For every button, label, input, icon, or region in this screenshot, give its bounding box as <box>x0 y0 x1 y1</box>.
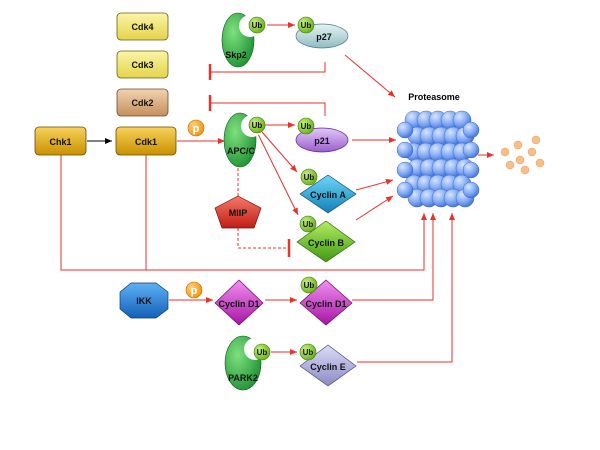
proteasome-subunit <box>462 141 480 159</box>
peptide-fragment <box>513 140 523 150</box>
ub-tag-cyclin-e: Ub <box>299 343 317 361</box>
cdk1-label: Cdk1 <box>135 137 157 147</box>
cdk4-node: Cdk4 <box>116 12 169 41</box>
cdk3-node: Cdk3 <box>116 50 169 79</box>
ub-label-cyclin-a: Ub <box>304 173 315 182</box>
park2-label: PARK2 <box>228 373 258 383</box>
proteasome-subunit <box>462 121 480 139</box>
arrow-cyclin-d1-proteasome <box>352 213 436 301</box>
proteasome-subunit <box>396 121 414 139</box>
peptide-fragment <box>515 155 525 165</box>
miip-dash-down <box>237 228 288 249</box>
peptide-fragment <box>520 165 530 175</box>
cyclin-b-node: Cyclin B <box>296 220 356 263</box>
arrow-apc-cyclin-a <box>261 131 298 173</box>
cyclin-d1-ub-node: Cyclin D1 <box>299 279 353 326</box>
ub-tag-park2: Ub <box>253 343 271 361</box>
inhibit-p27-cdk <box>210 62 326 73</box>
phospho-tag-2: p <box>185 281 203 299</box>
peptide-fragment <box>500 147 510 157</box>
proteasome-label: Proteasome <box>408 92 460 102</box>
peptide-fragment <box>531 135 541 145</box>
cdk4-label: Cdk4 <box>131 22 153 32</box>
chk1-label: Chk1 <box>49 137 71 147</box>
cdk2-label: Cdk2 <box>131 98 153 108</box>
proteasome-subunit <box>396 181 414 199</box>
peptide-fragment <box>527 147 537 157</box>
cyclin-d1-label: Cyclin D1 <box>218 299 259 309</box>
peptide-fragment <box>535 158 545 168</box>
proteasome-subunit <box>462 161 480 179</box>
cdk2-node: Cdk2 <box>116 88 169 117</box>
apc-label: APC/C <box>227 146 256 156</box>
p27-label: p27 <box>316 32 332 42</box>
p21-label: p21 <box>314 136 330 146</box>
ub-label-cyclin-d1: Ub <box>304 281 315 290</box>
phospho-tag-1: p <box>187 119 205 137</box>
cyclin-e-label: Cyclin E <box>310 362 346 372</box>
peptide-fragment <box>505 160 515 170</box>
ub-tag-cyclin-d1: Ub <box>300 276 318 294</box>
miip-label: MIIP <box>229 208 248 218</box>
cdk3-label: Cdk3 <box>131 60 153 70</box>
skp2-label: Skp2 <box>225 50 247 60</box>
cyclin-d1-node: Cyclin D1 <box>214 279 264 326</box>
ub-tag-cyclin-a: Ub <box>300 168 318 186</box>
phospho-label-1: p <box>193 123 200 135</box>
ikk-label: IKK <box>136 296 152 306</box>
cyclin-a-label: Cyclin A <box>310 190 346 200</box>
proteasome-subunit <box>396 141 414 159</box>
ub-tag-cyclin-b: Ub <box>299 215 317 233</box>
proteasome-subunit <box>462 181 480 199</box>
proteasome-subunit <box>396 161 414 179</box>
ub-label-p21: Ub <box>301 122 312 131</box>
ub-tag-apc: Ub <box>248 116 266 134</box>
cdk1-node: Cdk1 <box>115 126 177 156</box>
cyclin-b-label: Cyclin B <box>308 238 345 248</box>
ub-label-apc: Ub <box>252 121 263 130</box>
ub-label-park2: Ub <box>257 348 268 357</box>
cyclin-d1-ub-label: Cyclin D1 <box>305 299 346 309</box>
arrow-chk1-proteasome <box>60 155 427 271</box>
ub-label-cyclin-b: Ub <box>303 220 314 229</box>
connectors <box>60 22 494 363</box>
arrow-cyclin-a-proteasome <box>355 178 394 191</box>
ikk-node: IKK <box>119 282 169 319</box>
p21-node: p21 <box>295 127 349 153</box>
ub-tag-skp2: Ub <box>248 16 266 34</box>
arrow-apc-cyclin-b <box>257 133 299 216</box>
arrow-cyclin-b-proteasome <box>355 195 394 221</box>
phospho-label-2: p <box>191 285 198 297</box>
peptide-fragments <box>500 135 545 175</box>
ub-label-skp2: Ub <box>252 21 263 30</box>
proteasome-node <box>396 110 480 208</box>
chk1-node: Chk1 <box>34 126 87 156</box>
ub-label-p27: Ub <box>301 21 312 30</box>
miip-node: MIIP <box>214 195 262 229</box>
cyclin-a-node: Cyclin A <box>299 174 357 214</box>
arrow-cyclin-e-proteasome <box>357 213 455 363</box>
ub-label-cyclin-e: Ub <box>303 348 314 357</box>
ub-tag-p21: Ub <box>297 117 315 135</box>
inhibit-p21-cdk <box>210 102 326 116</box>
arrow-p27-proteasome <box>344 54 396 98</box>
ub-tag-p27: Ub <box>297 16 315 34</box>
